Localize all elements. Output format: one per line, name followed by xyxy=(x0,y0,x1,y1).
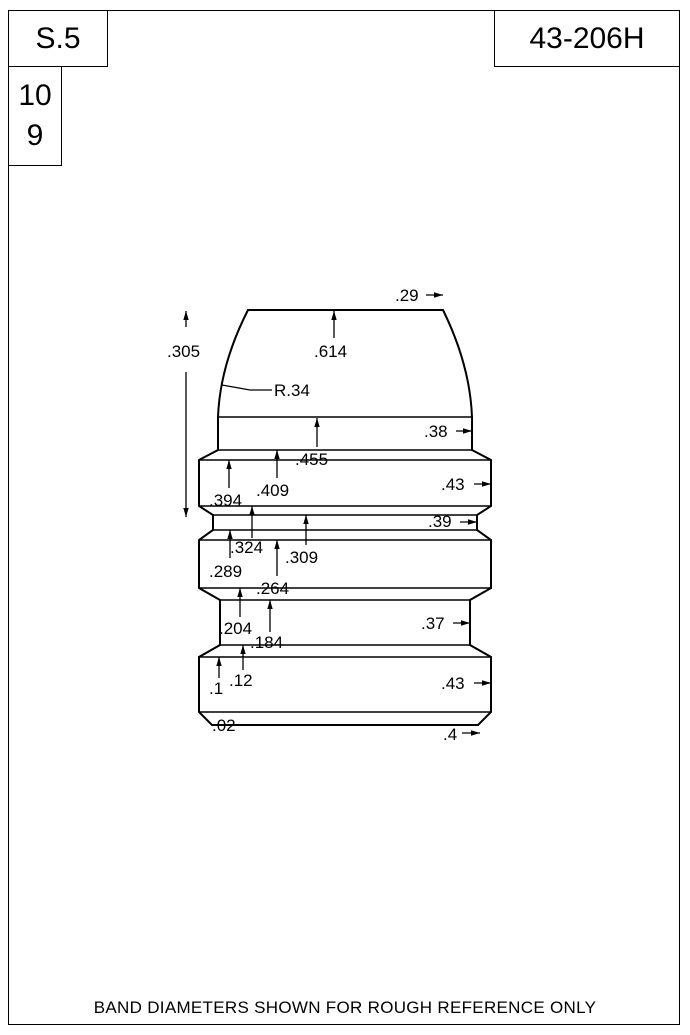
label-ogive-length: .305 xyxy=(167,342,200,361)
label-dim-409: .409 xyxy=(256,481,289,500)
label-band-3: .39 xyxy=(428,512,452,531)
dimension-labels: .29 .305 .614 R.34 .38 .455 .43 .409 .39… xyxy=(167,286,465,744)
bullet-outline xyxy=(198,309,492,726)
label-nose-flat: .29 xyxy=(395,286,419,305)
label-dim-184: .184 xyxy=(250,633,283,652)
drawing-frame xyxy=(8,10,680,1025)
label-nose-height: .614 xyxy=(314,342,347,361)
label-dim-02: .02 xyxy=(212,716,236,735)
dimension-arrows xyxy=(183,292,491,736)
cavity-count-2: 9 xyxy=(26,119,44,152)
label-band-1: .38 xyxy=(424,422,448,441)
label-ogive-radius: R.34 xyxy=(274,381,310,400)
mold-number: 43-206H xyxy=(494,10,680,67)
label-band-4: .37 xyxy=(421,614,445,633)
label-dim-264: .264 xyxy=(256,579,289,598)
label-dim-309: .309 xyxy=(285,548,318,567)
label-grease-top: .455 xyxy=(295,450,328,469)
label-dim-394: .394 xyxy=(209,491,242,510)
label-dim-204: .204 xyxy=(219,619,252,638)
label-dim-1: .1 xyxy=(209,679,223,698)
label-base: .4 xyxy=(443,725,457,744)
label-dim-289: .289 xyxy=(209,562,242,581)
label-band-5: .43 xyxy=(441,674,465,693)
label-dim-324: .324 xyxy=(230,538,263,557)
label-dim-12: .12 xyxy=(229,671,253,690)
label-band-2: .43 xyxy=(441,475,465,494)
cavity-box: 10 9 xyxy=(8,66,62,166)
reference-note: BAND DIAMETERS SHOWN FOR ROUGH REFERENCE… xyxy=(93,998,597,1017)
band-lines xyxy=(199,416,491,713)
cavity-count-1: 10 xyxy=(18,79,52,112)
